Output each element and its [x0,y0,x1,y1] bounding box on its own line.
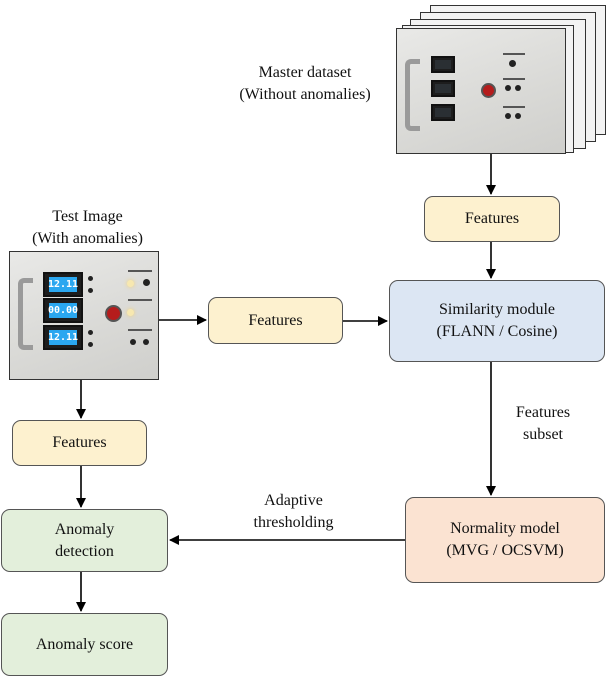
node-label-line1: Similarity module [439,301,555,318]
switch-knob [509,60,516,67]
master-dataset-title: Master dataset [258,64,352,81]
switch-knob [143,339,149,345]
master-dataset-subtitle: (Without anomalies) [239,86,371,103]
switch-knob [515,113,521,119]
meter-display [431,104,455,121]
indicator-led [127,280,134,287]
panel-label [128,270,152,272]
test-image-subtitle: (With anomalies) [32,230,143,247]
node-label-line2: detection [55,542,114,560]
indicator-dot [88,342,93,347]
meter-display: 12.11 [43,272,83,297]
anomaly-detection-node: Anomaly detection [1,509,168,572]
indicator-dot [88,288,93,293]
node-label: Features [464,210,520,227]
panel-handle [18,278,33,350]
features-subset-label: Features subset [498,402,588,446]
panel-label [503,53,525,55]
panel-label [503,106,525,108]
test-image-title: Test Image [52,208,123,225]
switch-knob [130,339,136,345]
meter-display [431,56,455,73]
panel-label [503,78,525,80]
meter-display: 12.11 [43,325,83,350]
features-test-right-node: Features [208,297,343,344]
switch-knob [505,113,511,119]
panel-label [128,329,152,331]
node-label: Features [248,311,303,329]
features-master-node: Features [424,196,560,242]
node-label-line1: Anomaly [54,520,115,538]
meter-readout: 12.11 [47,330,79,345]
switch-knob [505,85,511,91]
normality-model-node: Normality model (MVG / OCSVM) [405,497,605,583]
node-label-line2: (FLANN / Cosine) [436,323,558,340]
features-subset-line1: Features [515,404,571,421]
meter-readout: 12.11 [47,277,79,292]
adaptive-thresholding-line1: Adaptive [264,492,323,509]
features-subset-line2: subset [523,426,563,443]
red-button [105,305,122,322]
adaptive-thresholding-label: Adaptive thresholding [236,490,351,534]
test-panel-photo: 12.11 00.00 12.11 [9,251,159,380]
meter-readout: 00.00 [47,303,79,318]
similarity-module-node: Similarity module (FLANN / Cosine) [389,280,605,362]
node-label-line1: Normality model [450,520,560,537]
meter-display: 00.00 [43,298,83,323]
test-image-label: Test Image (With anomalies) [0,206,175,250]
panel-label [128,299,152,301]
panel-handle [405,59,420,131]
node-label: Features [52,434,107,451]
indicator-dot [88,330,93,335]
node-label: Anomaly score [35,635,134,653]
anomaly-score-node: Anomaly score [1,613,168,676]
adaptive-thresholding-line2: thresholding [253,514,334,531]
features-test-down-node: Features [12,420,147,466]
indicator-dot [88,276,93,281]
master-panel-photo [396,28,566,154]
master-dataset-label: Master dataset (Without anomalies) [215,62,395,106]
switch-knob [143,279,150,286]
switch-knob [515,85,521,91]
indicator-led [127,309,134,316]
node-label-line2: (MVG / OCSVM) [446,542,564,559]
meter-display [431,80,455,97]
red-button [481,83,496,98]
